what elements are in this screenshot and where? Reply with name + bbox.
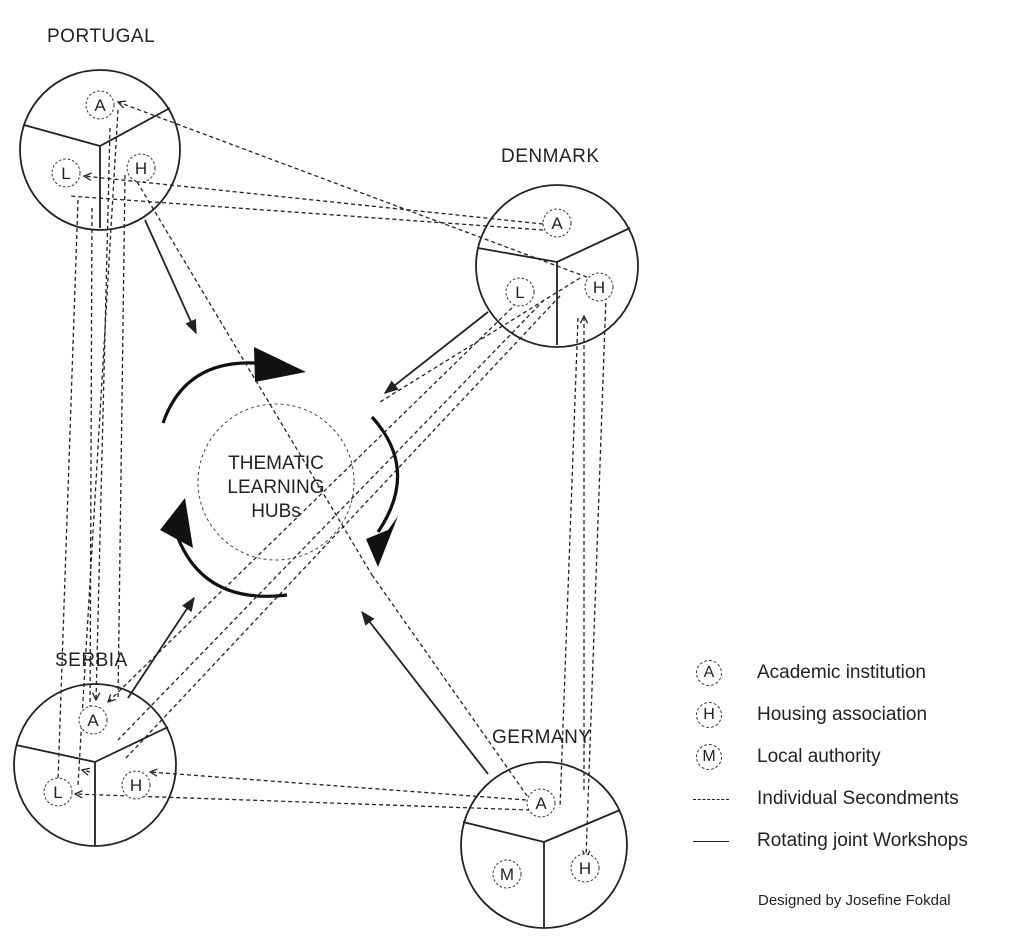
- legend-academic-icon: A: [696, 660, 722, 686]
- legend-symbol-housing: H: [693, 700, 739, 730]
- legend-row-workshops: Rotating joint Workshops: [693, 820, 1013, 862]
- germany-H-label: H: [579, 859, 591, 878]
- germany-A-marker: [526, 788, 556, 818]
- hub-label-line-3: HUBs: [251, 501, 301, 522]
- legend-label-secondments: Individual Secondments: [757, 788, 959, 809]
- germany-H-marker: [570, 853, 600, 883]
- portugal-L-marker: [51, 158, 81, 188]
- germany-label: GERMANY: [492, 727, 592, 748]
- legend-row-local-authority: M Local authority: [693, 736, 1013, 778]
- legend-row-housing: H Housing association: [693, 694, 1013, 736]
- dashed-line-icon: [693, 799, 729, 800]
- portugal-node: [19, 69, 181, 231]
- denmark-H-label: H: [593, 278, 605, 297]
- serbia-label: SERBIA: [55, 650, 128, 671]
- rotation-arrows: [161, 361, 400, 598]
- legend-local-authority-icon: M: [696, 744, 722, 770]
- serbia-L-label: L: [53, 783, 62, 802]
- legend-housing-icon: H: [696, 702, 722, 728]
- legend-label-workshops: Rotating joint Workshops: [757, 830, 968, 851]
- arrowhead-top: [254, 347, 306, 382]
- germany-M-marker: [492, 859, 522, 889]
- serbia-node: [13, 683, 177, 847]
- legend-label-housing: Housing association: [757, 704, 928, 725]
- legend-row-academic: A Academic institution: [693, 652, 1013, 694]
- legend: A Academic institution H Housing associa…: [693, 652, 1013, 862]
- legend-row-secondments: Individual Secondments: [693, 778, 1013, 820]
- workshop-arrow-germany: [361, 610, 489, 775]
- denmark-node: [475, 184, 639, 348]
- rotation-arrow-left: [176, 537, 288, 598]
- arrowhead-left: [160, 498, 193, 548]
- rotation-arrowheads: [160, 347, 398, 567]
- legend-label-academic: Academic institution: [757, 662, 926, 683]
- hub-label: THEMATIC LEARNING HUBs: [206, 452, 346, 524]
- legend-symbol-local-authority: M: [693, 742, 739, 772]
- workshop-arrow-denmark: [383, 311, 489, 394]
- portugal-A-marker: [85, 90, 115, 120]
- portugal-A-label: A: [94, 96, 106, 115]
- portugal-H-label: H: [135, 159, 147, 178]
- legend-symbol-secondments: [693, 784, 739, 814]
- serbia-A-marker: [78, 705, 108, 735]
- denmark-H-marker: [584, 272, 614, 302]
- workshop-arrow-portugal: [144, 219, 197, 335]
- hub-circle: [197, 403, 355, 561]
- germany-node: [460, 761, 628, 929]
- denmark-L-marker: [505, 277, 535, 307]
- portugal-H-marker: [126, 153, 156, 183]
- hub-label-line-1: THEMATIC: [228, 453, 324, 474]
- germany-A-label: A: [535, 794, 547, 813]
- serbia-H-label: H: [130, 776, 142, 795]
- rotation-arrow-right: [370, 415, 400, 533]
- legend-symbol-workshops: [693, 826, 739, 856]
- arrowhead-right: [366, 516, 398, 567]
- workshop-arrow-serbia: [127, 596, 195, 699]
- denmark-label: DENMARK: [501, 146, 600, 167]
- secondment-lines: [57, 102, 607, 858]
- legend-label-local-authority: Local authority: [757, 746, 881, 767]
- rotation-arrow-top: [161, 361, 256, 424]
- serbia-H-marker: [121, 770, 151, 800]
- hub-label-line-2: LEARNING: [227, 477, 325, 498]
- designer-credit: Designed by Josefine Fokdal: [758, 892, 951, 909]
- denmark-L-label: L: [515, 283, 524, 302]
- serbia-A-label: A: [87, 711, 99, 730]
- denmark-A-label: A: [551, 214, 563, 233]
- denmark-A-marker: [542, 208, 572, 238]
- serbia-L-marker: [43, 777, 73, 807]
- institution-markers: [43, 90, 614, 889]
- solid-line-icon: [693, 841, 729, 842]
- portugal-L-label: L: [61, 164, 70, 183]
- legend-symbol-academic: A: [693, 658, 739, 688]
- workshop-arrows: [127, 219, 489, 775]
- portugal-label: PORTUGAL: [47, 26, 156, 47]
- germany-M-label: M: [500, 865, 514, 884]
